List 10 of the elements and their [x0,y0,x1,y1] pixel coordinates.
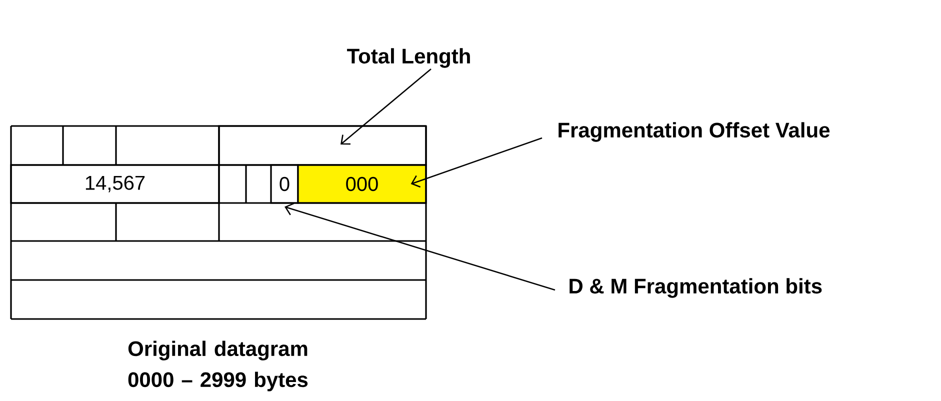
table-cell: 14,567 [10,164,220,204]
table-cell: 000 [297,164,427,204]
caption: Original datagram 0000 – 2999 bytes [128,340,308,392]
arrow [410,137,542,188]
label-text: Fragmentation Offset Value [558,122,830,142]
table-cell: 0 [270,164,299,204]
label-text: Total Length [347,48,470,68]
label-text: D & M Fragmentation bits [570,278,822,298]
arrow [340,68,432,145]
arrow [284,202,556,291]
